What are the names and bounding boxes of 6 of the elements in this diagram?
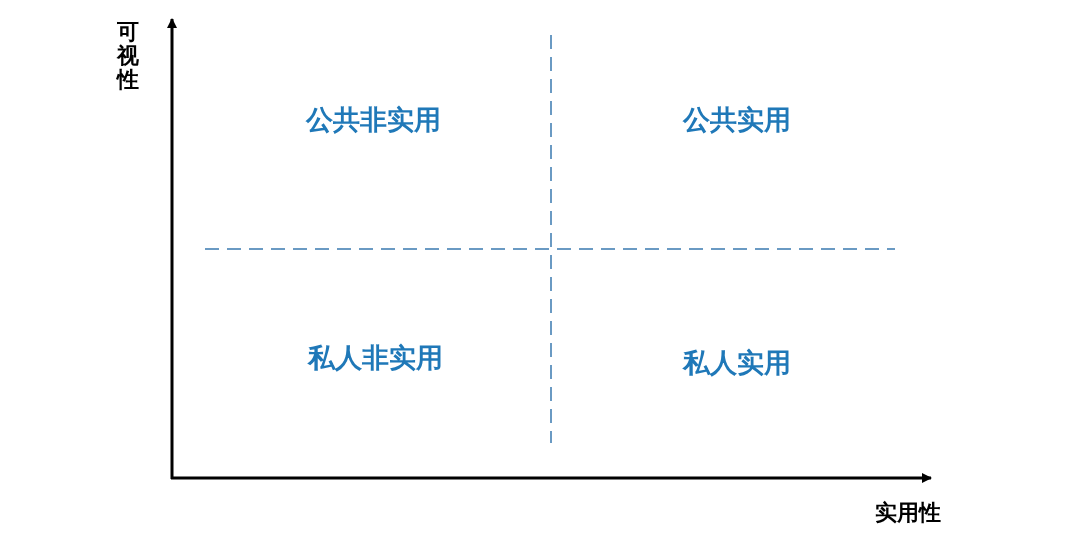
axis-title: 实用性	[875, 498, 941, 527]
quadrant-label: 私人实用	[683, 345, 791, 380]
axis-title: 可视性	[117, 20, 139, 93]
quadrant-label: 公共非实用	[305, 102, 441, 137]
quadrant-label: 公共实用	[683, 102, 791, 137]
quadrant-label: 私人非实用	[307, 340, 443, 375]
